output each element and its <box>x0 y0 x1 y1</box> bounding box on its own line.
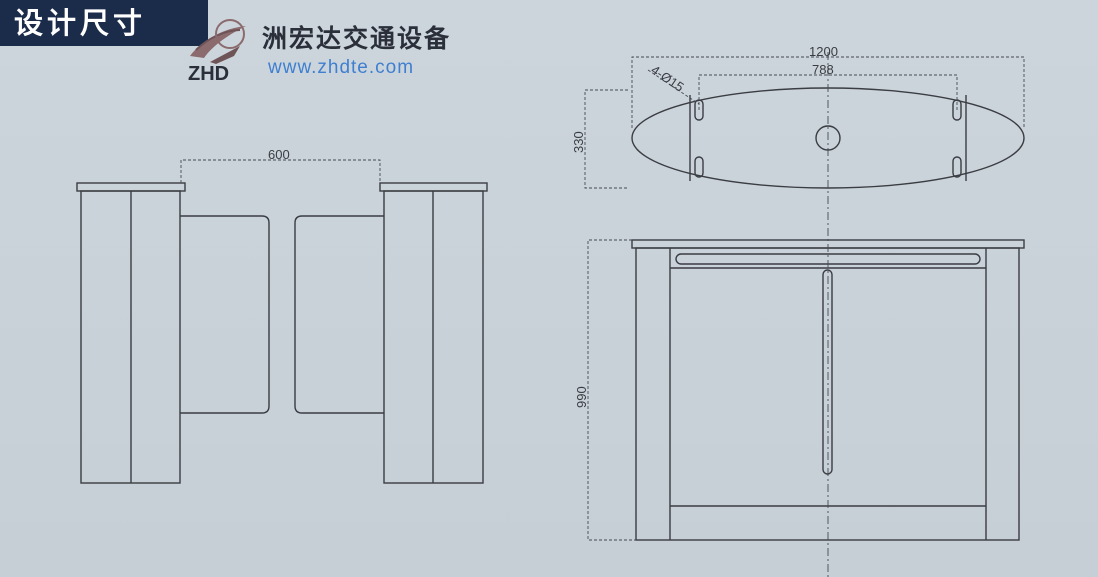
dim-label-330: 330 <box>571 131 586 153</box>
brand-name: 洲宏达交通设备 <box>262 24 452 53</box>
dim-label-600: 600 <box>268 147 290 162</box>
dim-label-holes: 4-Ø15 <box>648 62 686 95</box>
hole-leader-line <box>647 69 700 105</box>
right-swing-flap <box>294 215 384 414</box>
dim-hole-spacing <box>698 74 958 110</box>
dim-label-990: 990 <box>574 386 589 408</box>
brand-url: www.zhdte.com <box>268 57 415 78</box>
side-center-light-strip <box>822 269 833 475</box>
company-logo: ZHD <box>180 10 254 86</box>
logo-icon: ZHD <box>188 19 246 85</box>
page-title: 设计尺寸 <box>0 0 208 46</box>
left-cabinet-top-plate <box>76 182 186 192</box>
mount-hole-4 <box>952 156 962 178</box>
front-view <box>76 182 488 484</box>
side-body <box>635 247 1020 541</box>
left-swing-flap <box>180 215 270 414</box>
dim-front-gap <box>180 159 381 183</box>
mount-hole-2 <box>694 156 704 178</box>
dim-height <box>587 239 636 541</box>
dim-total-length <box>631 56 1025 128</box>
logo-text: ZHD <box>188 63 229 85</box>
dim-depth <box>584 89 628 189</box>
right-cabinet-top-plate <box>379 182 488 192</box>
dim-label-788: 788 <box>812 62 834 77</box>
dim-label-1200: 1200 <box>809 44 838 59</box>
